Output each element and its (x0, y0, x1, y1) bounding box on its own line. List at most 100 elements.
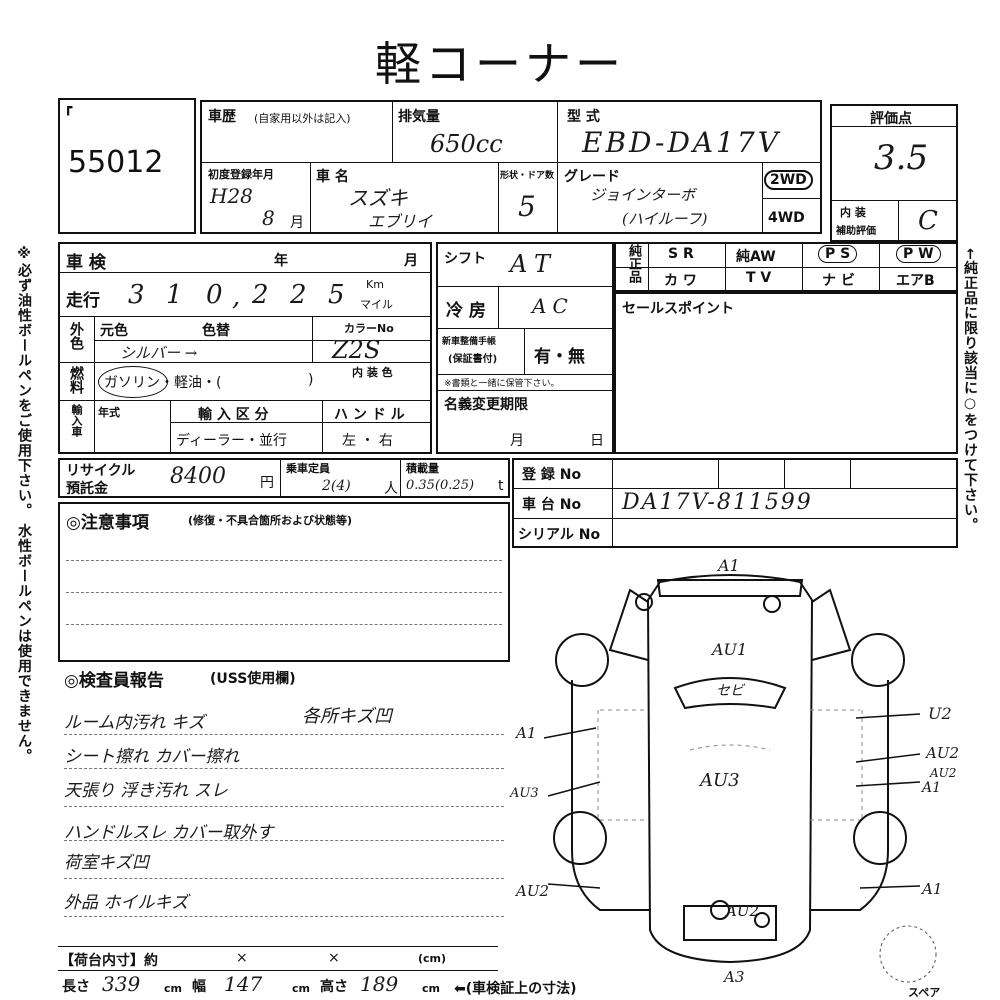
mileage-digit: 3 (128, 280, 145, 310)
option-pw[interactable]: P W (896, 245, 941, 263)
repaint-label: 色替 (202, 323, 230, 339)
damage-mark: セビ (716, 683, 744, 699)
import-label: 輸入車 (70, 404, 83, 437)
notes-label: ◎注意事項 (66, 513, 149, 533)
option-ps[interactable]: P S (818, 245, 858, 263)
recycle-label-2: 預託金 (66, 481, 108, 497)
vehicle-info-top: 車歴 (自家用以外は記入) 排気量 650cc 型 式 EBD-DA17V 初度… (200, 100, 822, 234)
inspector-side-note: 各所キズ凹 (302, 706, 392, 727)
interior-label-2: 補助評価 (836, 226, 876, 237)
interior-color-label: 内 装 色 (352, 366, 393, 379)
notes-box: ◎注意事項 (修復・不具合箇所および状態等) (58, 502, 510, 662)
color-no-value: Z2S (332, 336, 381, 364)
color-no-label: カラーNo (344, 322, 394, 335)
grade-value: ジョインターボ (590, 186, 696, 204)
height-value: 189 (360, 972, 399, 996)
recycle-label-1: リサイクル (66, 463, 136, 479)
spare-label: スペア (908, 986, 941, 999)
mileage-unit-mile: マイル (360, 298, 393, 311)
inspector-line: シート擦れ カバー擦れ (64, 747, 240, 767)
inspection-block: 車 検 年 月 走行 3 1 0 , 2 2 5 Km マイル 外色 元色 色替… (58, 242, 432, 454)
damage-mark: AU1 (712, 640, 748, 659)
side-note-left: ※必ず油性ボールペンをご使用下さい。 水性ボールペンは使用できません。 (16, 246, 32, 764)
interior-value: C (918, 206, 938, 236)
serial-no-label: シリアル No (518, 527, 601, 543)
damage-mark: AU3 (700, 770, 740, 791)
score-box: 評価点 3.5 内 装 補助評価 C (830, 104, 958, 242)
grade-value-2: (ハイルーフ) (622, 210, 708, 228)
recycle-block: リサイクル 預託金 8400 円 乗車定員 2(4) 人 積載量 0.35(0.… (58, 458, 510, 498)
option-tv[interactable]: T V (746, 270, 772, 286)
mileage-sep: , (232, 282, 241, 312)
doors-value: 5 (518, 190, 536, 223)
damage-mark: AU2 (726, 902, 760, 920)
score-value: 3.5 (874, 138, 929, 178)
damage-mark: A1 (516, 724, 537, 742)
handle-value[interactable]: 左 ・ 右 (342, 433, 393, 449)
import-type-value[interactable]: ディーラー・並行 (176, 433, 288, 449)
notes-note: (修復・不具合箇所および状態等) (188, 514, 353, 527)
first-reg-month: 8 (262, 206, 275, 230)
width-label: 幅 (192, 979, 206, 995)
sales-point-box: セールスポイント (614, 292, 958, 454)
chassis-no-label: 車 台 No (522, 497, 582, 513)
damage-mark: U2 (928, 704, 952, 723)
color-value: シルバー → (120, 344, 198, 362)
registration-block: 登 録 No 車 台 No DA17V-811599 シリアル No (512, 458, 958, 548)
score-label: 評価点 (870, 111, 912, 127)
option-navi[interactable]: ナ ビ (822, 273, 855, 289)
width-value: 147 (224, 972, 263, 996)
mileage-digit: 2 (290, 280, 307, 310)
chassis-no-value: DA17V-811599 (622, 490, 813, 515)
shaken-note: ⬅(車検証上の寸法) (454, 981, 577, 997)
grade-label: グレード (564, 169, 620, 185)
inspector-line: ハンドルスレ カバー取外す (64, 823, 274, 843)
inspector-label: ◎検査員報告 (64, 671, 164, 691)
fuel-label: 燃料 (68, 366, 84, 394)
mileage-digits: 3 1 0 , 2 2 5 (114, 278, 354, 314)
option-aw[interactable]: 純AW (736, 249, 776, 265)
cargo-unit: (cm) (418, 952, 447, 965)
inspector-line: 荷室キズ凹 (64, 853, 149, 873)
manual-value[interactable]: 有・無 (534, 347, 585, 367)
length-value: 339 (102, 972, 141, 996)
shift-block: シフト AT 冷 房 AC 新車整備手帳 (保証書付) 有・無 ※書類と一緒に保… (436, 242, 614, 454)
first-reg-label: 初度登録年月 (208, 168, 274, 181)
inspection-label: 車 検 (66, 253, 106, 273)
car-name: エブリイ (368, 212, 433, 231)
mileage-digit: 0 (206, 280, 223, 310)
inspector-line: 天張り 浮き汚れ スレ (64, 781, 228, 801)
car-name-label: 車 名 (316, 169, 349, 185)
damage-mark: AU2 (926, 744, 960, 762)
damage-mark: AU2 (930, 766, 957, 780)
height-label: 高さ (320, 979, 348, 995)
manual-label-2: (保証書付) (448, 354, 498, 365)
ac-label: 冷 房 (446, 301, 486, 321)
inspection-month-label: 月 (404, 253, 418, 269)
drive-4wd[interactable]: 4WD (768, 210, 805, 226)
damage-mark: AU3 (510, 786, 539, 801)
load-label: 積載量 (406, 462, 439, 475)
lot-number: 55012 (68, 145, 164, 180)
load-unit: t (498, 478, 504, 494)
option-kawa[interactable]: カ ワ (664, 273, 697, 289)
original-color-label: 元色 (100, 323, 128, 339)
option-airbag[interactable]: エアB (896, 273, 935, 289)
height-unit: cm (422, 982, 440, 995)
sales-point-label: セールスポイント (622, 301, 734, 317)
drive-2wd[interactable]: 2WD (764, 170, 813, 190)
length-label: 長さ (62, 979, 90, 995)
damage-mark: AU2 (516, 882, 550, 900)
option-sr[interactable]: S R (668, 246, 694, 262)
exterior-color-label: 外色 (68, 322, 84, 350)
cargo-x-1: × (236, 950, 248, 966)
capacity-value: 2(4) (322, 478, 351, 494)
page-title: 軽コーナー (375, 37, 625, 91)
first-reg-month-unit: 月 (290, 215, 304, 231)
damage-mark: A1 (718, 556, 740, 575)
width-unit: cm (292, 982, 310, 995)
import-year-label: 年式 (98, 406, 120, 419)
mileage-digit: 5 (328, 280, 345, 310)
car-damage-diagram (543, 574, 937, 983)
interior-label-1: 内 装 (840, 206, 866, 219)
